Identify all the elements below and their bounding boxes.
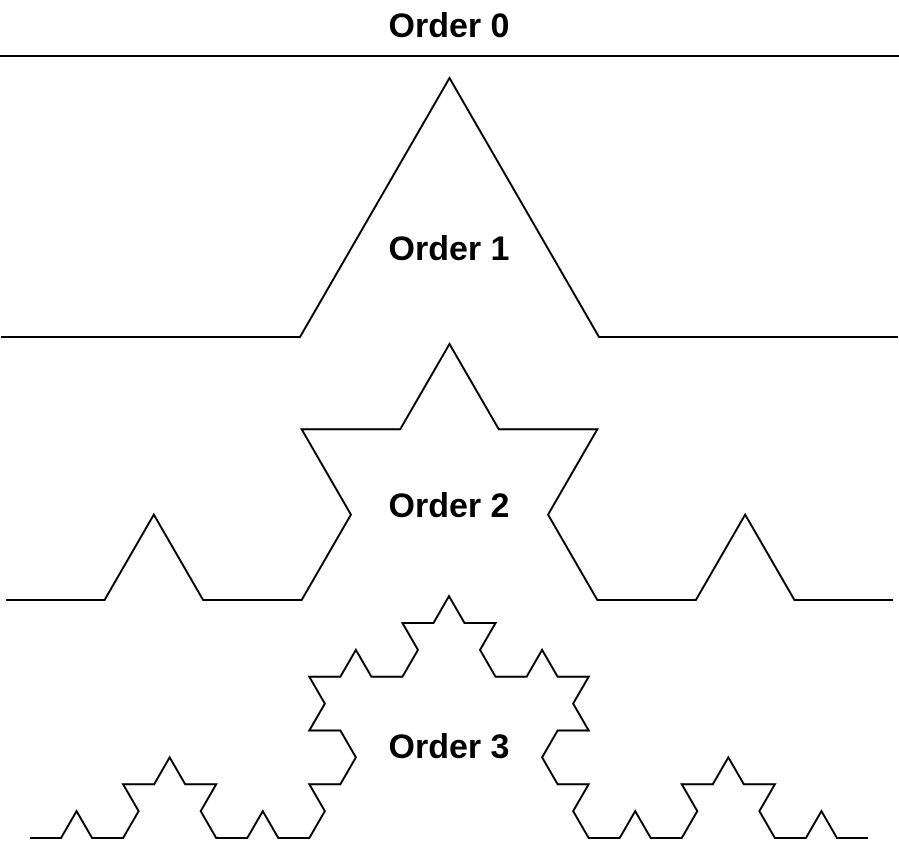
order-0-label: Order 0 [389, 7, 510, 45]
order-3-curve [30, 594, 868, 839]
order-2-curve [6, 341, 893, 601]
order-2-label: Order 2 [389, 487, 510, 525]
order-1-group: Order 1 [1, 76, 898, 338]
order-3-label: Order 3 [389, 728, 510, 766]
order-1-curve [1, 76, 898, 338]
order-2-group: Order 2 [6, 341, 893, 601]
order-3-group: Order 3 [30, 594, 868, 839]
order-1-label: Order 1 [389, 230, 510, 268]
order-0-group: Order 0 [0, 7, 899, 57]
